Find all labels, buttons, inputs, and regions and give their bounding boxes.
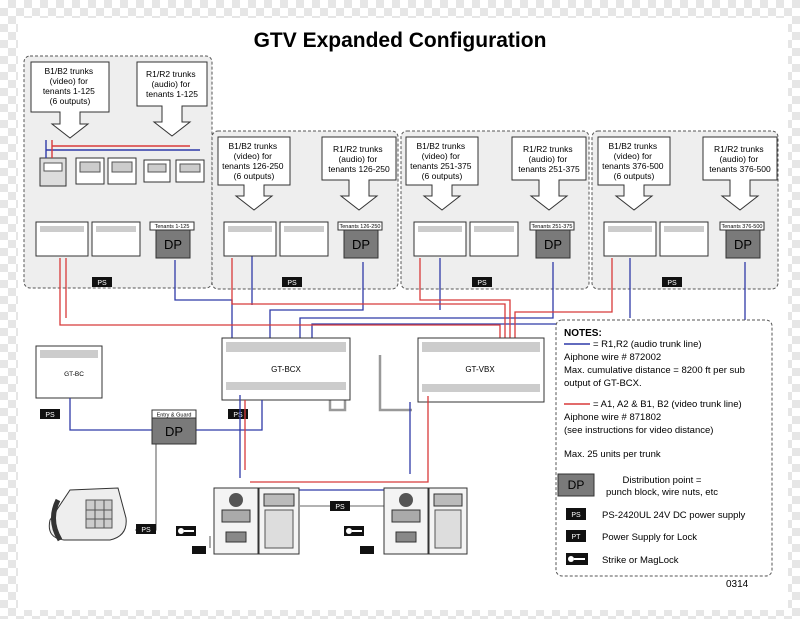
gt-bc-label: GT-BC bbox=[64, 371, 84, 378]
group-4-devices bbox=[603, 221, 765, 259]
video-callout-2 bbox=[217, 136, 291, 211]
audio-callout-2-text: R1/R2 trunks (audio) for tenants 126-250 bbox=[328, 144, 390, 174]
group-1-ps-label: PS bbox=[97, 280, 107, 287]
group-3-ps-label: PS bbox=[477, 280, 487, 287]
entry-guard-dp bbox=[151, 417, 197, 445]
legend-pt-desc: Power Supply for Lock bbox=[602, 532, 697, 543]
audio-callout-3 bbox=[511, 136, 587, 211]
notes-audio-line: = R1,R2 (audio trunk line) bbox=[593, 339, 702, 350]
group-4-dp-label: Tenants 376-500 bbox=[722, 224, 763, 230]
video-callout-1 bbox=[30, 61, 110, 139]
station-1-ps-label: PS bbox=[335, 504, 345, 511]
bcx-vbx-link bbox=[378, 355, 412, 412]
group-1-devices bbox=[35, 221, 195, 259]
gt-bcx-terminals bbox=[226, 342, 346, 352]
notes-video-wire: Aiphone wire # 871802 bbox=[564, 412, 661, 423]
gt-vbx-terminals-bottom bbox=[422, 384, 540, 392]
gt-vbx-terminals bbox=[422, 342, 540, 352]
group-3-devices bbox=[413, 221, 575, 259]
tenant-device-rack bbox=[39, 140, 205, 187]
bcx-ps-label: PS bbox=[233, 412, 243, 419]
video-callout-1-text: B1/B2 trunks (video) for tenants 1-125 (… bbox=[43, 66, 97, 106]
notes-heading: NOTES: bbox=[564, 328, 602, 339]
group-2-dp: DP bbox=[352, 237, 370, 252]
gt-bc-terminals bbox=[40, 350, 98, 358]
gt-vbx-label: GT-VBX bbox=[465, 365, 495, 374]
lock-icon-2 bbox=[344, 526, 364, 536]
group-1-dp-label: Tenants 1-125 bbox=[155, 224, 190, 230]
group-2-devices bbox=[223, 221, 383, 259]
notes-video-dist: (see instructions for video distance) bbox=[564, 425, 713, 436]
video-callout-4 bbox=[597, 136, 671, 211]
legend-ps-box bbox=[566, 508, 586, 520]
legend-ps-label: PS bbox=[571, 512, 581, 519]
notes-panel bbox=[555, 319, 773, 577]
entry-guard-label: Entry & Guard bbox=[157, 413, 192, 419]
group-1-ps bbox=[92, 277, 112, 287]
video-callout-4-text: B1/B2 trunks (video) for tenants 376-500… bbox=[602, 141, 666, 181]
notes-audio-dist-1: Max. cumulative distance = 8200 ft per s… bbox=[564, 365, 745, 376]
notes-audio-dist-2: output of GT-BCX. bbox=[564, 378, 642, 389]
group-2-ps bbox=[282, 277, 302, 287]
telephone-ps bbox=[136, 524, 156, 534]
video-trunk-lines bbox=[59, 258, 613, 340]
guard-telephone bbox=[48, 487, 127, 542]
station-1-ps bbox=[330, 501, 350, 511]
gt-bcx-terminals-bottom bbox=[226, 382, 346, 390]
audio-callout-3-text: R1/R2 trunks (audio) for tenants 251-375 bbox=[518, 144, 580, 174]
group-4-ps bbox=[662, 277, 682, 287]
group-3-ps bbox=[472, 277, 492, 287]
audio-callout-1-text: R1/R2 trunks (audio) for tenants 1-125 bbox=[146, 69, 198, 99]
audio-callout-4 bbox=[702, 136, 778, 211]
pt-box-2 bbox=[360, 546, 374, 554]
gt-bc-ps-label: PS bbox=[45, 412, 55, 419]
diagram-title: GTV Expanded Configuration bbox=[254, 29, 547, 52]
group-4-dp: DP bbox=[734, 237, 752, 252]
notes-audio-wire: Aiphone wire # 872002 bbox=[564, 352, 661, 363]
bcx-vbx-link-2 bbox=[328, 400, 347, 412]
entrance-station-2 bbox=[383, 487, 468, 555]
legend-pt-box bbox=[566, 530, 586, 542]
gt-bcx-label: GT-BCX bbox=[271, 365, 301, 374]
video-callout-3-text: B1/B2 trunks (video) for tenants 251-375… bbox=[410, 141, 474, 181]
legend-ps-desc: PS-2420UL 24V DC power supply bbox=[602, 510, 746, 521]
legend-dp-desc-1: Distribution point = bbox=[623, 475, 702, 486]
audio-callout-4-text: R1/R2 trunks (audio) for tenants 376-500 bbox=[709, 144, 771, 174]
video-callout-3 bbox=[405, 136, 479, 211]
telephone-ps-label: PS bbox=[141, 527, 151, 534]
video-callout-2-text: B1/B2 trunks (video) for tenants 126-250… bbox=[222, 141, 286, 181]
legend-pt-label: PT bbox=[572, 534, 582, 541]
group-4-ps-label: PS bbox=[667, 280, 677, 287]
gt-bc-ps bbox=[40, 409, 60, 419]
group-3-dp-label: Tenants 251-375 bbox=[532, 224, 573, 230]
pt-box-1 bbox=[192, 546, 206, 554]
notes-video-line: = A1, A2 & B1, B2 (video trunk line) bbox=[593, 399, 742, 410]
notes-max-units: Max. 25 units per trunk bbox=[564, 449, 661, 460]
group-2-dp-label: Tenants 126-250 bbox=[340, 224, 381, 230]
entry-guard-dp-label: DP bbox=[165, 424, 183, 439]
legend-lock-desc: Strike or MagLock bbox=[602, 555, 679, 566]
diagram-code: 0314 bbox=[726, 579, 749, 590]
lock-icon-1 bbox=[176, 526, 196, 536]
group-1-dp: DP bbox=[164, 237, 182, 252]
audio-callout-2 bbox=[321, 136, 397, 211]
legend-dp-box bbox=[557, 473, 595, 497]
legend-lock-icon bbox=[566, 553, 588, 565]
audio-callout-1 bbox=[136, 61, 208, 137]
lower-video-lines bbox=[244, 396, 429, 483]
bcx-ps bbox=[228, 409, 248, 419]
legend-dp-desc-2: punch block, wire nuts, etc bbox=[606, 487, 718, 498]
entrance-station-1 bbox=[213, 487, 300, 555]
group-2-ps-label: PS bbox=[287, 280, 297, 287]
group-3-dp: DP bbox=[544, 237, 562, 252]
legend-dp-label: DP bbox=[568, 478, 585, 492]
